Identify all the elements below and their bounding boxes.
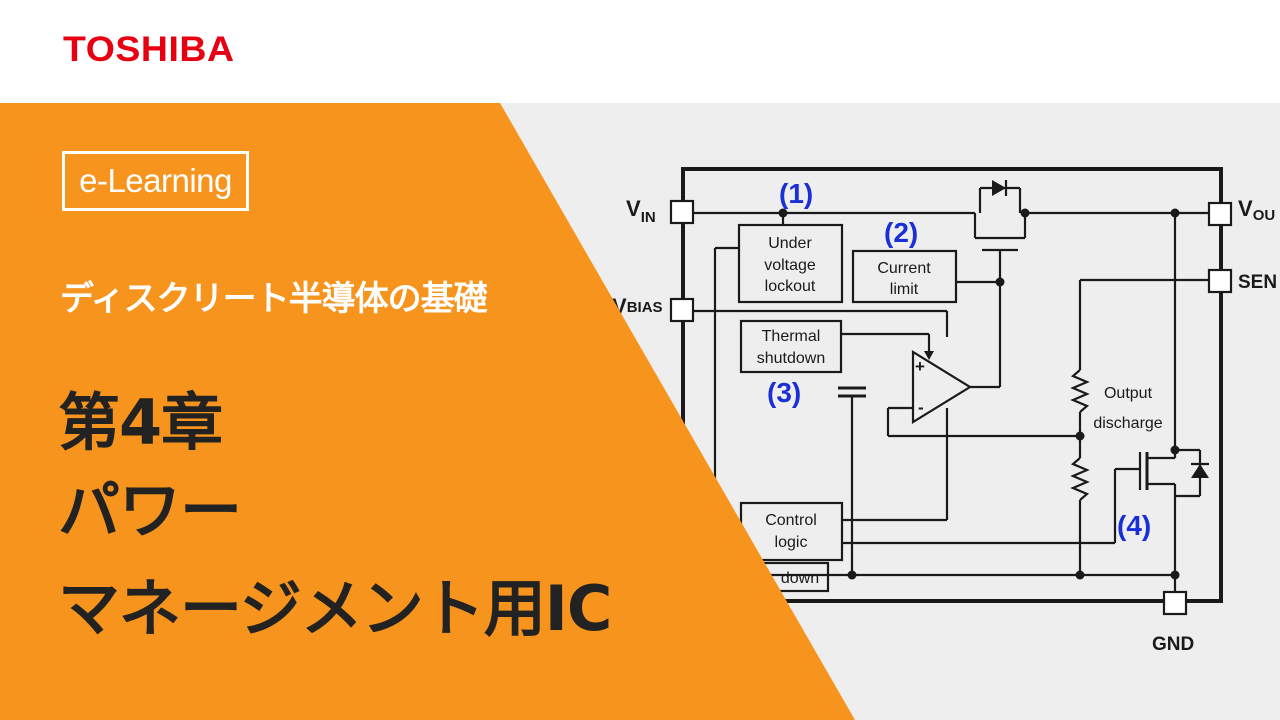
thermal-shutdown-block xyxy=(739,319,843,374)
header: TOSHIBA xyxy=(0,0,1280,103)
elearning-badge: e-Learning xyxy=(62,151,249,211)
orange-panel xyxy=(0,103,855,720)
orange-shape xyxy=(0,103,855,720)
gnd-label: GND xyxy=(1152,634,1194,655)
discharge-label-2: discharge xyxy=(1093,415,1162,432)
vin-pin xyxy=(669,199,695,225)
toshiba-logo: TOSHIBA xyxy=(63,30,235,69)
page-subtitle: ディスクリート半導体の基礎 xyxy=(60,279,488,319)
thermal-label-1: Thermal xyxy=(762,328,821,345)
thermal-label-2: shutdown xyxy=(757,350,826,367)
marker-4: (4) xyxy=(1117,510,1151,541)
marker-2: (2) xyxy=(884,217,918,248)
shutdown-label: down xyxy=(781,570,819,587)
ic-outline xyxy=(681,167,1223,603)
marker-1: (1) xyxy=(779,178,813,209)
resistor-upper xyxy=(1070,369,1090,413)
vin-label: VIN xyxy=(626,196,656,226)
marker-3: (3) xyxy=(767,377,801,408)
junction-dot xyxy=(778,208,788,218)
current-limit-label-1: Current xyxy=(877,260,931,277)
title-line-3: マネージメント用IC xyxy=(58,572,612,645)
vbias-pin xyxy=(669,297,695,323)
vout-pin xyxy=(1207,201,1233,227)
uvlo-label-2: voltage xyxy=(764,257,816,274)
uvlo-label-1: Under xyxy=(768,235,812,252)
sense-label: SEN xyxy=(1238,272,1277,293)
discharge-label-1: Output xyxy=(1104,385,1153,402)
resistor-lower xyxy=(1070,457,1090,501)
chapter-title: 第4章 xyxy=(58,386,223,459)
uvlo-label-3: lockout xyxy=(765,278,816,295)
uvlo-block xyxy=(737,223,844,304)
vout-label: VOU xyxy=(1238,196,1275,224)
gnd-pin xyxy=(1162,590,1188,616)
error-amplifier xyxy=(911,350,973,424)
opamp-plus: + xyxy=(915,357,925,376)
control-logic-label-1: Control xyxy=(765,512,817,529)
sense-pin xyxy=(1207,268,1233,294)
current-limit-block xyxy=(851,249,958,304)
title-line-2: パワー xyxy=(58,474,242,547)
current-limit-label-2: limit xyxy=(890,281,919,298)
opamp-minus: - xyxy=(918,398,924,417)
control-logic-label-2: logic xyxy=(775,534,808,551)
block-diagram-svg: VIN VBIAS VOU SEN GND Under voltage lock… xyxy=(612,167,1277,655)
